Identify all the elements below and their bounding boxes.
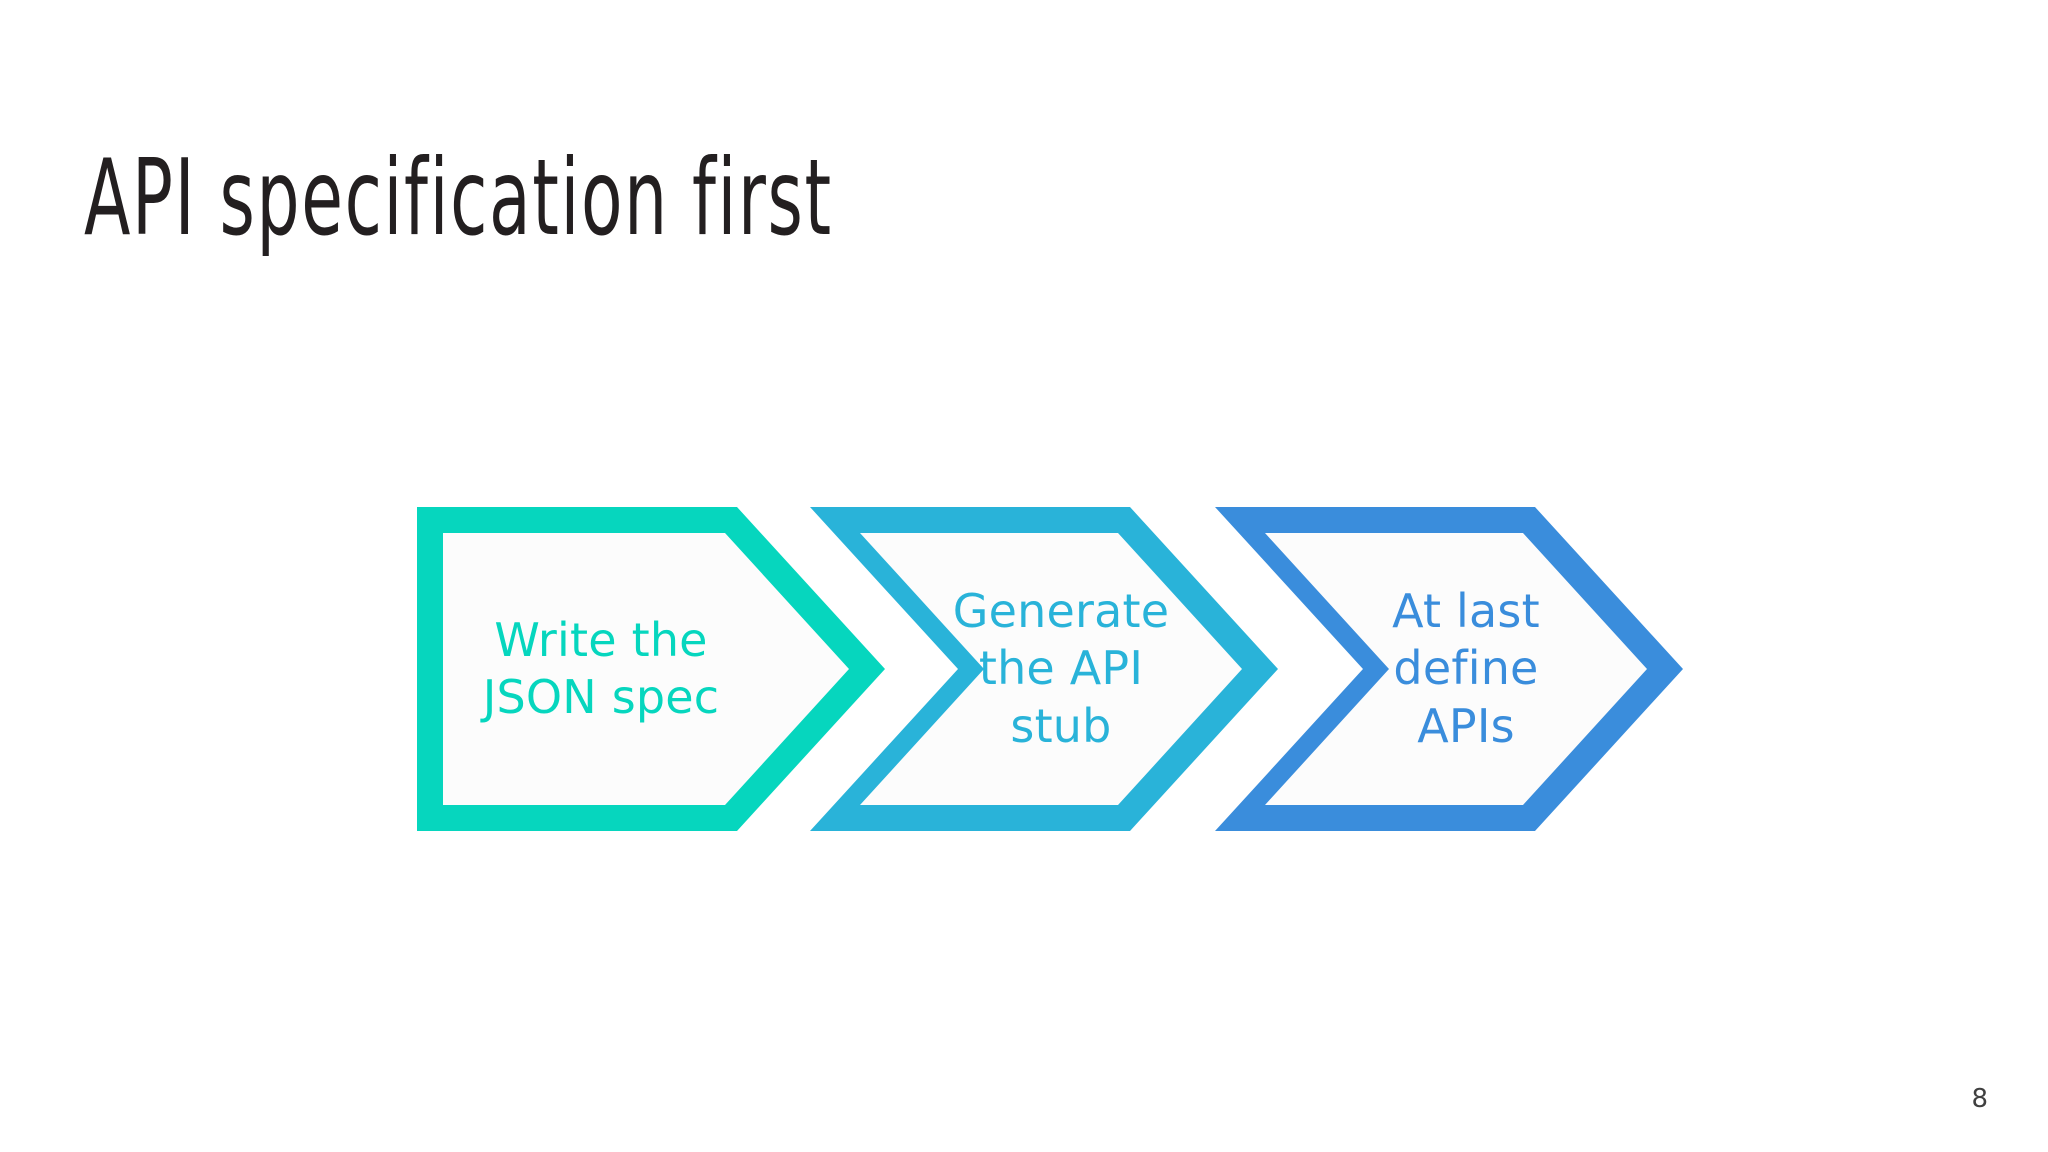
process-flow-diagram: Write the JSON spec Generate the API stu… [0,507,2048,831]
page-title: API specification first [84,136,833,259]
page-number: 8 [1971,1084,1988,1114]
process-step-1-shape [417,507,885,831]
process-step-2-shape [810,507,1278,831]
process-step-2[interactable]: Generate the API stub [810,507,1278,831]
process-step-3[interactable]: At last define APIs [1215,507,1683,831]
process-step-3-shape [1215,507,1683,831]
